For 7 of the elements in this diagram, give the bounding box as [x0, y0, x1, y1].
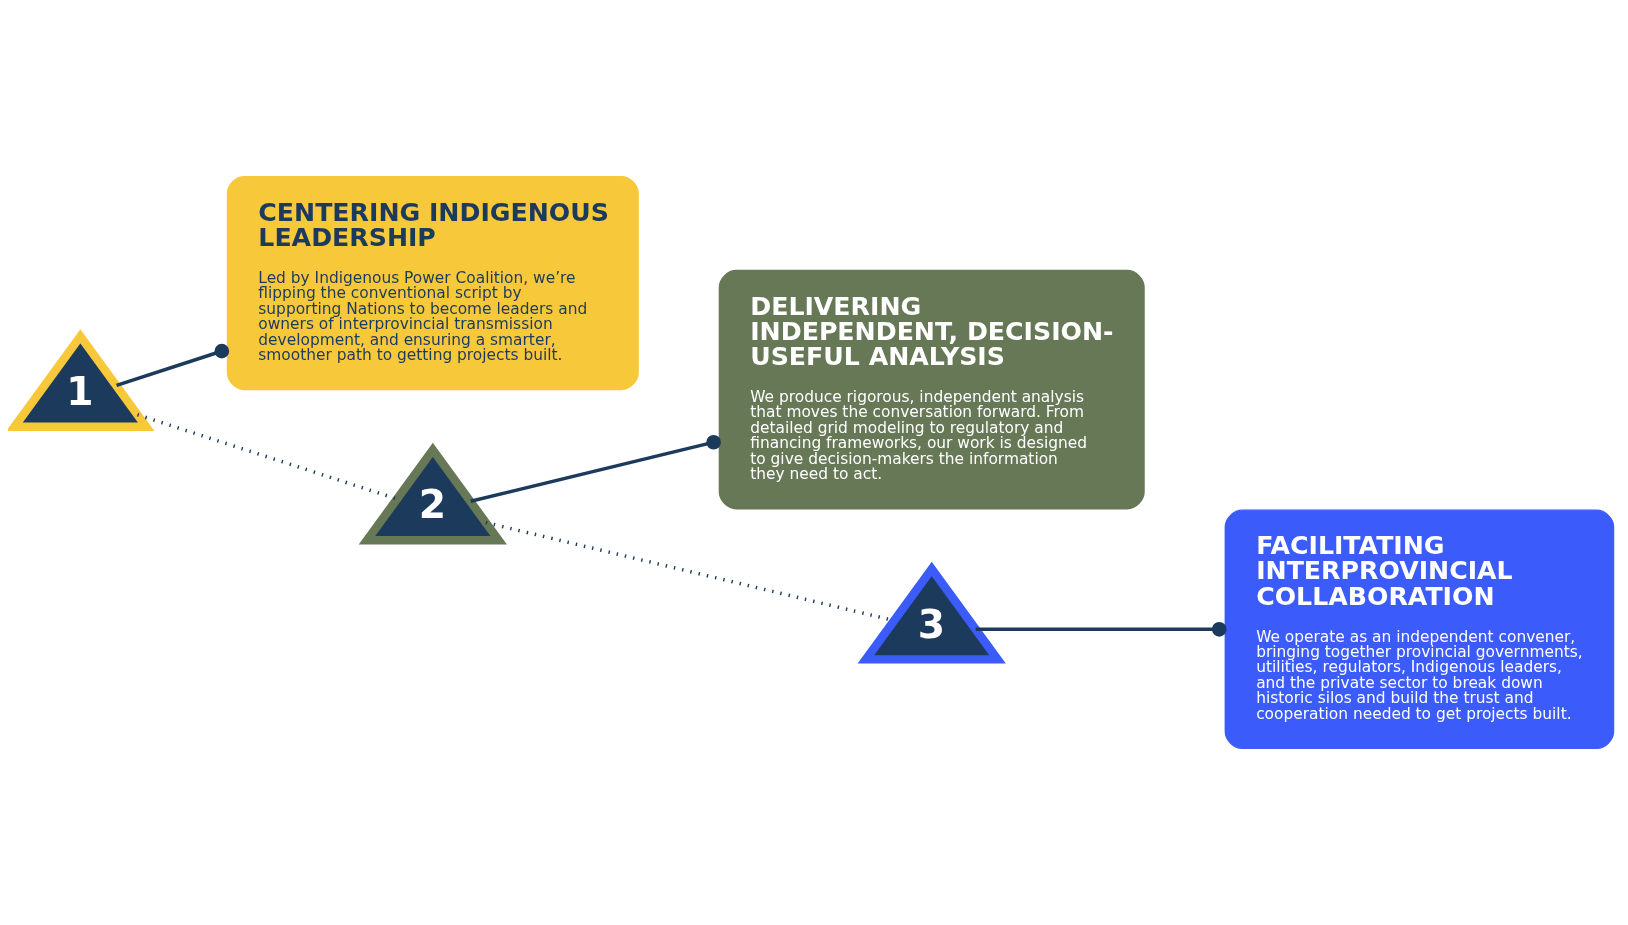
connector: [116, 343, 230, 387]
connector: [975, 621, 1227, 637]
connector: [470, 434, 721, 503]
node-box: CENTERING INDIGENOUS LEADERSHIP Led by Indigenous Power Coalition, we’re flipping the conventional script by supporting Nations to become leaders and owners of interprovincial transmission development, and ensuring a smarter, smoother path to getting projects built.: [226, 175, 639, 391]
node-box: DELIVERING INDEPENDENT, DECISION-USEFUL ANALYSIS We produce rigorous, independent analysis that moves the conversation forward. From detailed grid modeling to regulatory and financing frameworks, our work is designed to give decision-makers the information they need to act.: [718, 269, 1145, 510]
connector: [137, 413, 398, 501]
node-box: FACILITATING INTERPROVINCIAL COLLABORATION We operate as an independent convener, bringing together provincial governments, utilities, regulators, Indigenous leaders, and the private sector to break down historic silos and build the trust and cooperation needed to get projects built.: [1224, 509, 1615, 750]
